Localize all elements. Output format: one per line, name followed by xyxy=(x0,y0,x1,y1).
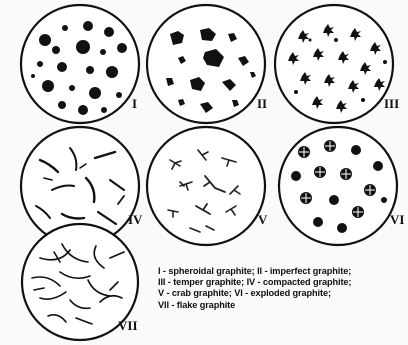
caption-line: V - crab graphite; VI - exploded graphit… xyxy=(158,288,406,299)
panel-v-circle xyxy=(147,127,265,245)
panel-ii xyxy=(147,5,265,123)
label-i: I xyxy=(132,96,137,112)
label-iii: III xyxy=(384,96,399,112)
legend-caption: I - spheroidal graphite; II - imperfect … xyxy=(158,266,406,311)
caption-line: I - spheroidal graphite; II - imperfect … xyxy=(158,266,406,277)
panel-iii-circle xyxy=(275,5,393,123)
label-iv: IV xyxy=(128,212,142,228)
panel-iii xyxy=(275,5,393,123)
caption-line: III - temper graphite; IV - compacted gr… xyxy=(158,277,406,288)
label-ii: II xyxy=(257,96,267,112)
label-vi: VI xyxy=(390,212,404,228)
label-vii: VII xyxy=(118,318,138,334)
panel-i xyxy=(21,5,139,123)
label-v: V xyxy=(258,212,267,228)
panel-vi xyxy=(279,127,397,245)
caption-line: VII - flake graphite xyxy=(158,300,406,311)
panel-v xyxy=(147,127,265,245)
